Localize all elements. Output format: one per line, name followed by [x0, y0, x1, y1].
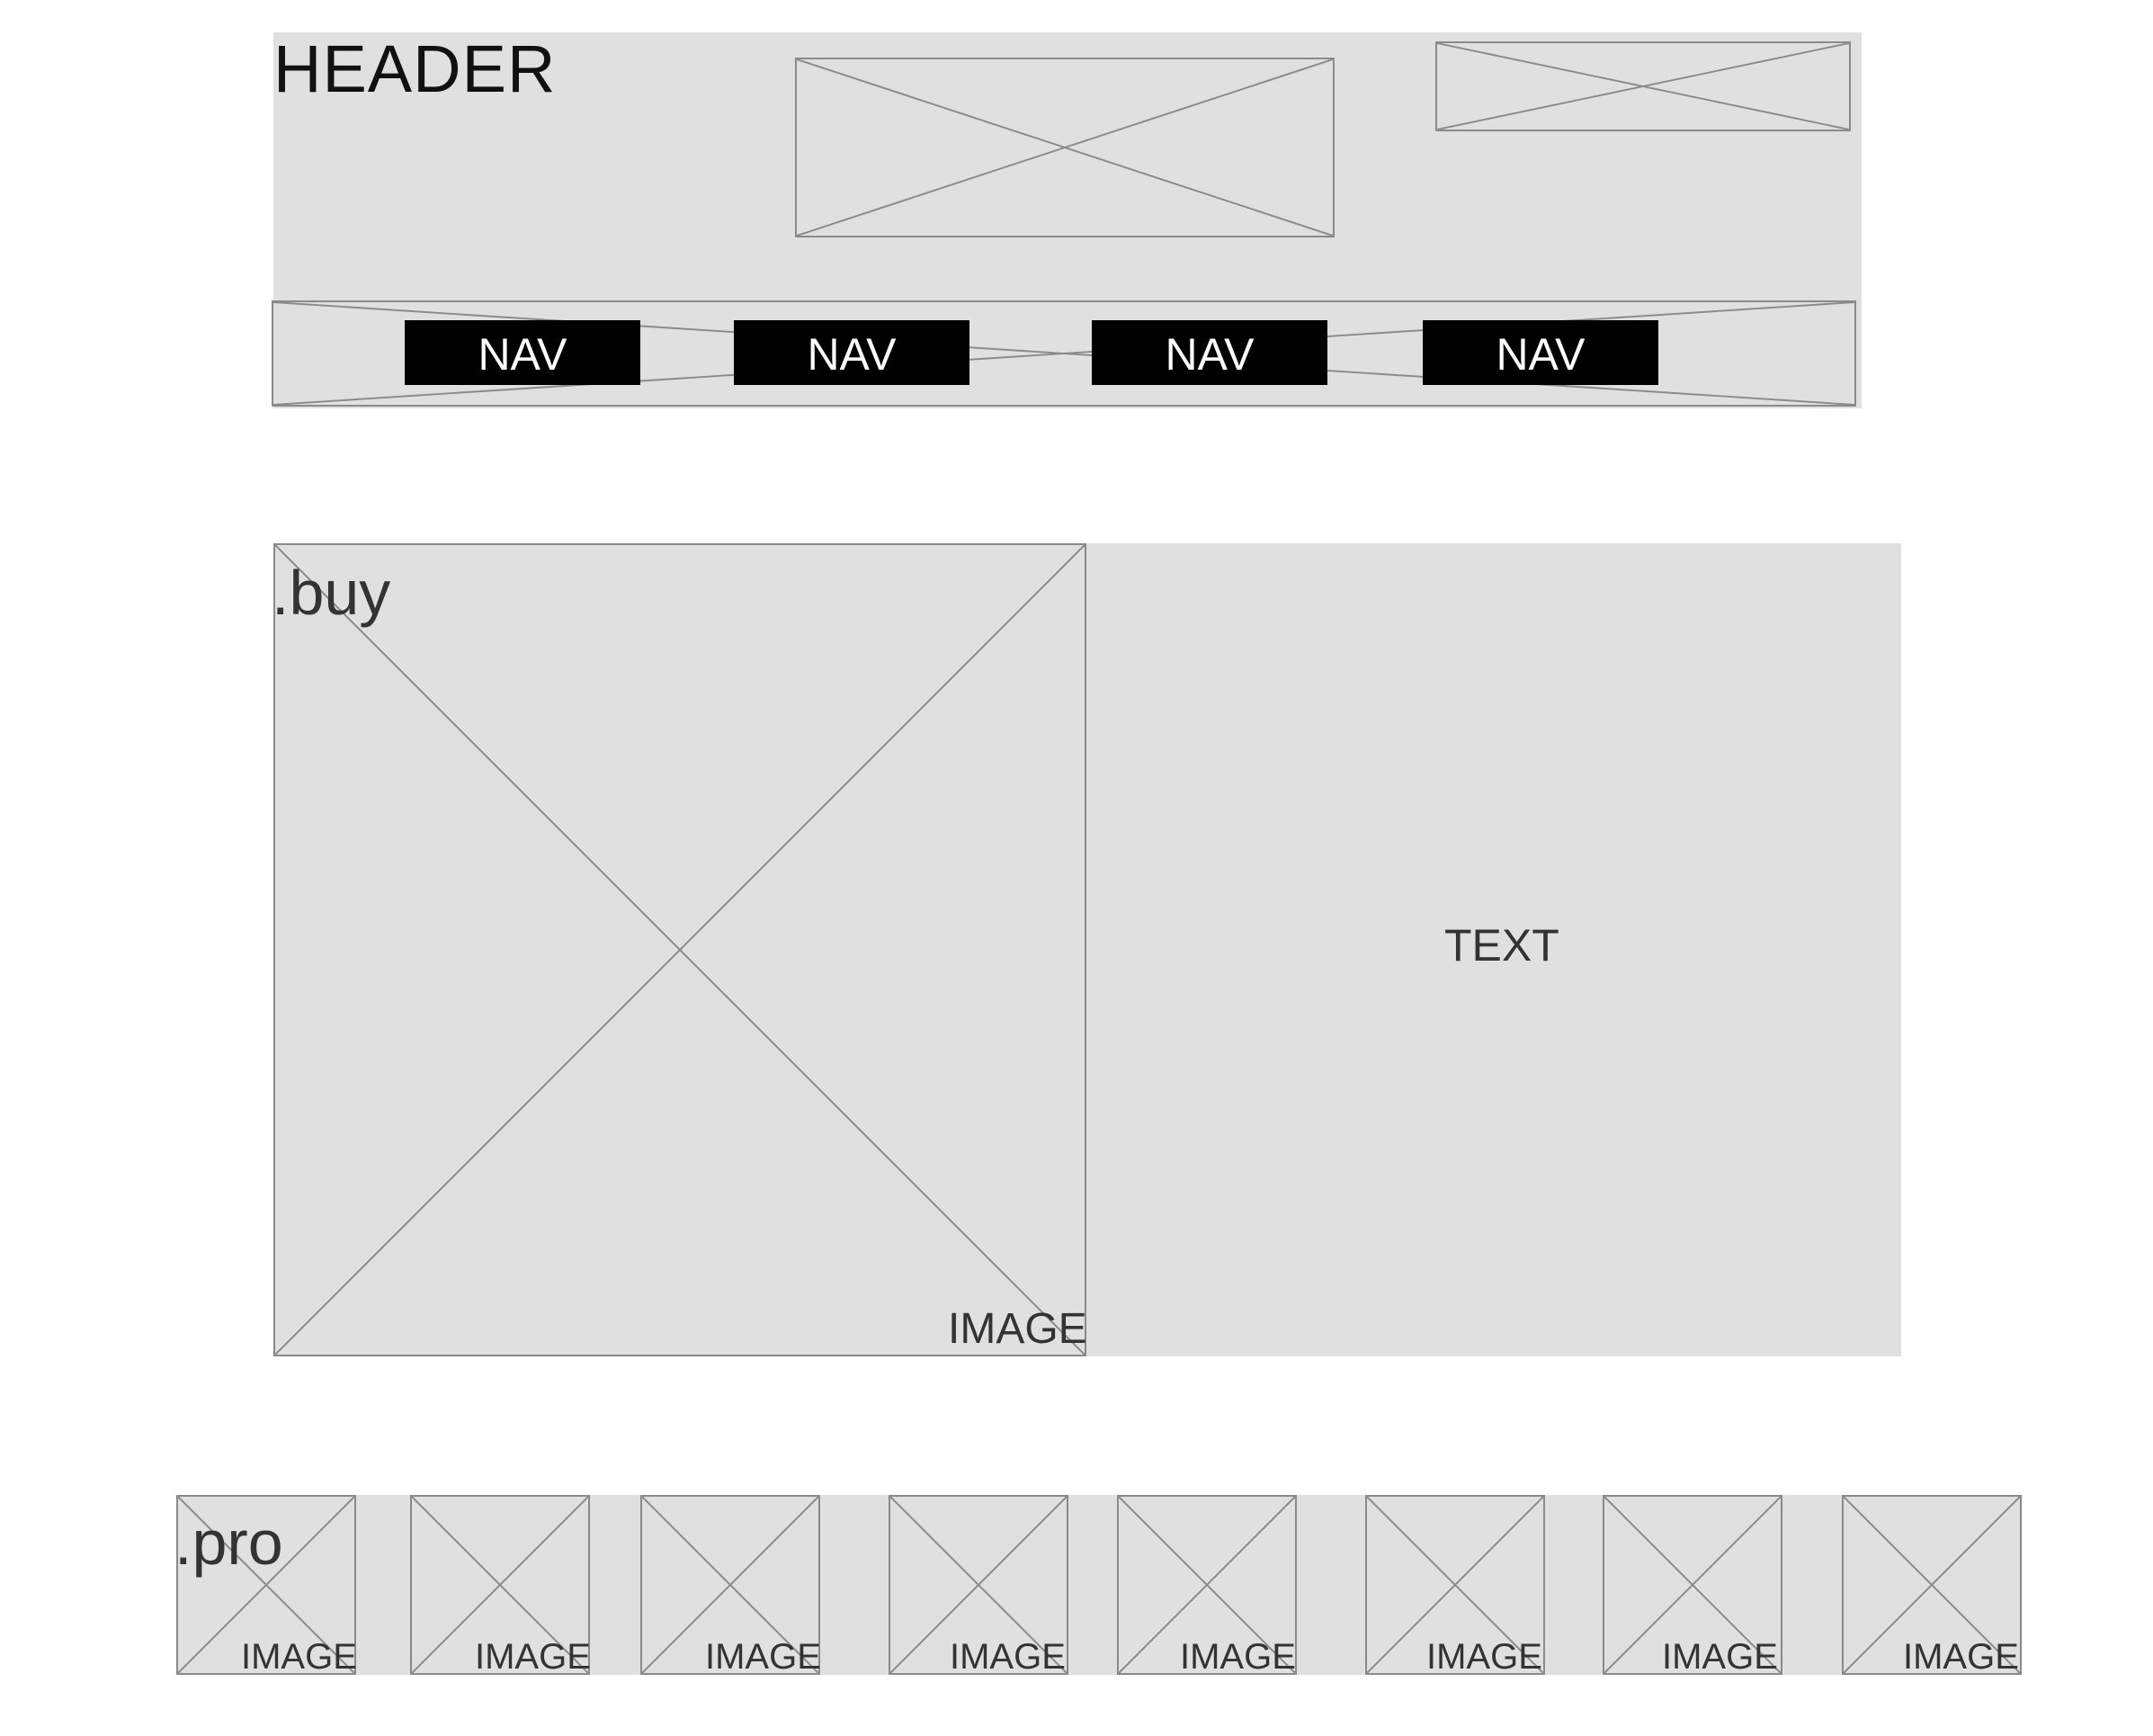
placeholder-cross-icon [273, 302, 1854, 405]
placeholder-cross-icon [412, 1497, 588, 1673]
nav-item-4[interactable]: NAV [1423, 320, 1658, 385]
header-logo-placeholder [795, 58, 1335, 237]
placeholder-cross-icon [1119, 1497, 1295, 1673]
placeholder-cross-icon [642, 1497, 818, 1673]
pro-image-placeholder [1842, 1495, 2022, 1675]
pro-image-label: IMAGE [1180, 1637, 1296, 1677]
nav-item-2[interactable]: NAV [734, 320, 969, 385]
pro-image-label: IMAGE [1426, 1637, 1542, 1677]
pro-image-label: IMAGE [1662, 1637, 1778, 1677]
placeholder-cross-icon [1437, 43, 1849, 130]
buy-section-label: .buy [272, 558, 391, 628]
buy-text-label: TEXT [1444, 920, 1559, 971]
pro-image-label: IMAGE [705, 1637, 821, 1677]
placeholder-cross-icon [797, 59, 1333, 236]
pro-image-placeholder [1603, 1495, 1782, 1675]
pro-image-label: IMAGE [950, 1637, 1066, 1677]
buy-image-label: IMAGE [948, 1305, 1087, 1353]
pro-image-placeholder [410, 1495, 590, 1675]
placeholder-cross-icon [890, 1497, 1067, 1673]
nav-item-1[interactable]: NAV [405, 320, 640, 385]
buy-image-placeholder [273, 543, 1086, 1356]
placeholder-cross-icon [178, 1497, 354, 1673]
pro-image-label: IMAGE [241, 1637, 357, 1677]
pro-image-placeholder [1117, 1495, 1297, 1675]
header-banner-placeholder [1435, 41, 1851, 131]
pro-image-placeholder [1365, 1495, 1545, 1675]
pro-image-placeholder [640, 1495, 820, 1675]
header-label: HEADER [273, 31, 557, 106]
nav-item-3[interactable]: NAV [1092, 320, 1327, 385]
pro-section-label: .pro [174, 1508, 283, 1578]
placeholder-cross-icon [1604, 1497, 1781, 1673]
pro-image-label: IMAGE [475, 1637, 591, 1677]
pro-image-placeholder [176, 1495, 356, 1675]
placeholder-cross-icon [1367, 1497, 1543, 1673]
pro-image-placeholder [889, 1495, 1068, 1675]
placeholder-cross-icon [1844, 1497, 2020, 1673]
pro-image-label: IMAGE [1903, 1637, 2019, 1677]
placeholder-cross-icon [275, 545, 1085, 1355]
